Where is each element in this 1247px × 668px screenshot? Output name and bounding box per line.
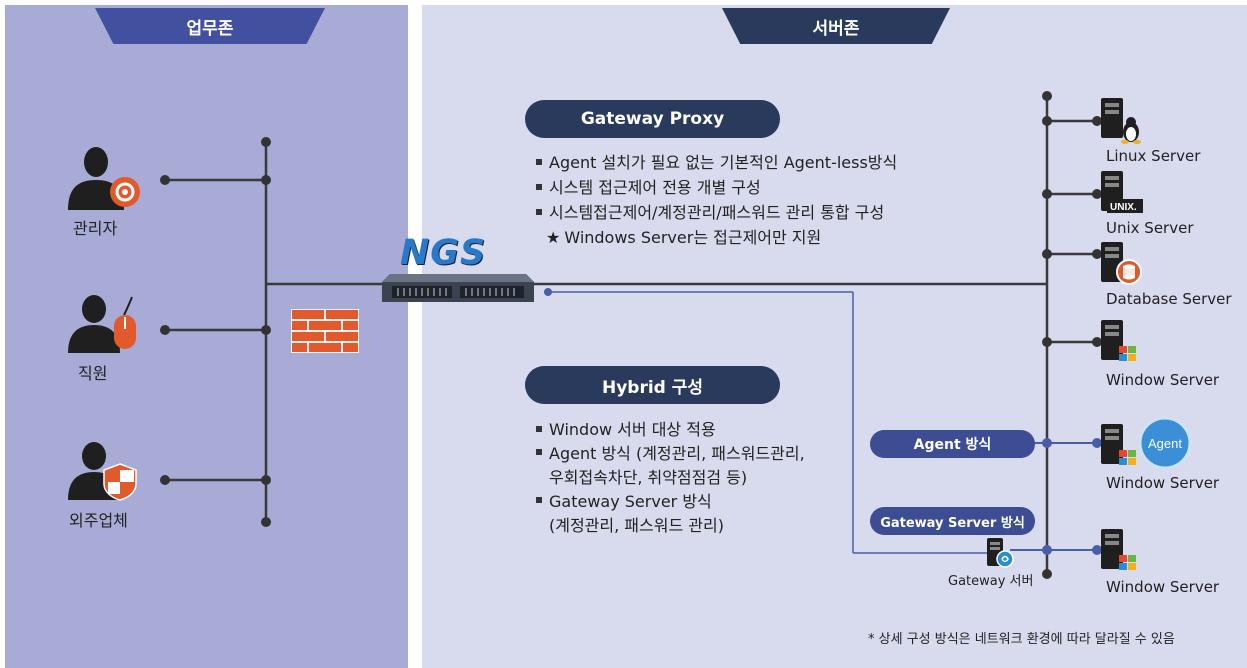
unix-logo-text: UNIX.: [1110, 202, 1137, 213]
linux-dot: [1092, 116, 1102, 126]
window1-joint: [1042, 337, 1052, 347]
admin-label: 관리자: [73, 219, 118, 238]
bullet-square-icon: [536, 497, 542, 503]
agent-dot: [1092, 438, 1102, 448]
employee-user-icon: [68, 295, 136, 353]
database-joint: [1042, 249, 1052, 259]
business-zone-tab: 업무존: [95, 8, 325, 44]
window-server-icon: [1101, 320, 1136, 361]
agent-method-pill: Agent 방식: [870, 430, 1035, 458]
unix-dot: [1092, 189, 1102, 199]
unix-server-label: Unix Server: [1106, 219, 1194, 237]
hybrid-list: Window 서버 대상 적용 Agent 방식 (계정관리, 패스워드관리, …: [536, 418, 805, 538]
contractor-dot: [160, 475, 170, 485]
bullet-square-icon: [536, 158, 542, 165]
gateway-proxy-item: Agent 설치가 필요 없는 기본적인 Agent-less방식: [536, 150, 897, 175]
admin-user-icon: [68, 147, 140, 210]
window1-dot: [1092, 337, 1102, 347]
agent-joint: [1042, 438, 1052, 448]
database-server-icon: [1101, 242, 1142, 285]
server-bus-bottom-dot: [1042, 569, 1052, 579]
hybrid-pill: Hybrid 구성: [525, 366, 780, 404]
hybrid-item: Agent 방식 (계정관리, 패스워드관리, 우회접속차단, 취약점점검 등): [536, 442, 805, 490]
window-server-label: Window Server: [1106, 474, 1220, 492]
contractor-user-icon: [68, 442, 137, 501]
database-dot: [1092, 249, 1102, 259]
database-server-label: Database Server: [1106, 290, 1232, 308]
gateway-joint: [1042, 545, 1052, 555]
ngs-logo: NGS: [400, 233, 487, 273]
window-server-label: Window Server: [1106, 371, 1220, 389]
server-zone-tab: 서버존: [722, 8, 950, 44]
gateway-server-label: Gateway 서버: [948, 574, 1034, 589]
hybrid-start-dot: [544, 288, 552, 296]
bullet-square-icon: [536, 208, 542, 215]
admin-joint: [261, 175, 271, 185]
hybrid-item: Window 서버 대상 적용: [536, 418, 805, 442]
employee-joint: [261, 325, 271, 335]
gateway-proxy-pill: Gateway Proxy: [525, 100, 780, 138]
contractor-joint: [261, 475, 271, 485]
agent-badge-icon: Agent: [1138, 416, 1192, 470]
employee-dot: [160, 325, 170, 335]
gateway-server-method-pill: Gateway Server 방식: [870, 507, 1035, 535]
linux-joint: [1042, 116, 1052, 126]
linux-server-label: Linux Server: [1106, 147, 1201, 165]
unix-server-icon: UNIX.: [1101, 171, 1143, 213]
ngs-appliance-icon: [382, 274, 534, 302]
hybrid-item: Gateway Server 방식 (계정관리, 패스워드 관리): [536, 490, 805, 538]
bus-top-dot: [261, 137, 271, 147]
unix-joint: [1042, 189, 1052, 199]
bullet-square-icon: [536, 183, 542, 190]
bullet-square-icon: [536, 425, 542, 432]
window-server-icon: [1101, 529, 1136, 570]
employee-label: 직원: [78, 364, 108, 383]
gateway-server-icon: [987, 538, 1014, 568]
contractor-label: 외주업체: [69, 511, 128, 530]
window-server-icon: [1101, 424, 1136, 465]
firewall-icon: [291, 309, 359, 353]
linux-server-icon: [1101, 98, 1141, 144]
star-icon: ★: [546, 228, 561, 247]
agent-badge-text: Agent: [1148, 436, 1182, 451]
footnote: * 상세 구성 방식은 네트워크 환경에 따라 달라질 수 있음: [868, 632, 1175, 647]
gateway-proxy-item: 시스템접근제어/계정관리/패스워드 관리 통합 구성: [536, 200, 897, 225]
bus-bottom-dot: [261, 517, 271, 527]
server-bus-top-dot: [1042, 91, 1052, 101]
gateway-proxy-list: Agent 설치가 필요 없는 기본적인 Agent-less방식 시스템 접근…: [536, 150, 897, 250]
gateway-proxy-note: ★Windows Server는 접근제어만 지원: [546, 228, 822, 247]
admin-dot: [160, 175, 170, 185]
bullet-square-icon: [536, 449, 542, 455]
window-server-label: Window Server: [1106, 578, 1220, 596]
gateway-dot: [1092, 545, 1102, 555]
gateway-proxy-item: 시스템 접근제어 전용 개별 구성: [536, 175, 897, 200]
